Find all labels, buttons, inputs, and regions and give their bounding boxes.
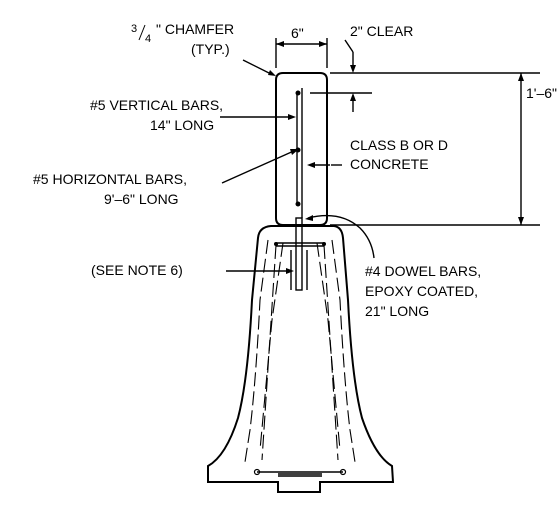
clear-dimension <box>310 39 372 112</box>
width-dimension <box>275 38 328 68</box>
clear-label: 2" CLEAR <box>350 23 413 39</box>
dowel-label-line3: 21" LONG <box>365 303 429 319</box>
chamfer-typ: (TYP.) <box>191 41 230 57</box>
horizontal-bars-label-line2: 9'–6" LONG <box>104 191 179 207</box>
vertical-bars <box>295 88 303 218</box>
concrete-label-line1: CLASS B OR D <box>350 137 448 153</box>
vertical-bars-label-line1: #5 VERTICAL BARS, <box>90 97 223 113</box>
concrete-label-line2: CONCRETE <box>350 156 429 172</box>
section-reinforcement <box>244 239 356 477</box>
barrier-section <box>207 225 395 493</box>
vertical-bars-label-line2: 14" LONG <box>150 117 214 133</box>
see-note-label: (SEE NOTE 6) <box>91 262 183 278</box>
dowel-bars <box>290 217 308 291</box>
horizontal-bars-label-line1: #5 HORIZONTAL BARS, <box>33 171 187 187</box>
chamfer-text: " CHAMFER <box>156 21 234 37</box>
chamfer-numerator: 3 <box>131 23 137 35</box>
width-label: 6" <box>291 25 304 41</box>
chamfer-label: 3 4 " CHAMFER (TYP.) <box>131 21 234 57</box>
height-label: 1'–6" <box>526 85 557 101</box>
dowel-label-line2: EPOXY COATED, <box>365 283 478 299</box>
leader-lines <box>220 59 375 274</box>
height-dimension <box>330 72 540 226</box>
dowel-label-line1: #4 DOWEL BARS, <box>365 263 481 279</box>
chamfer-denominator: 4 <box>145 33 151 45</box>
